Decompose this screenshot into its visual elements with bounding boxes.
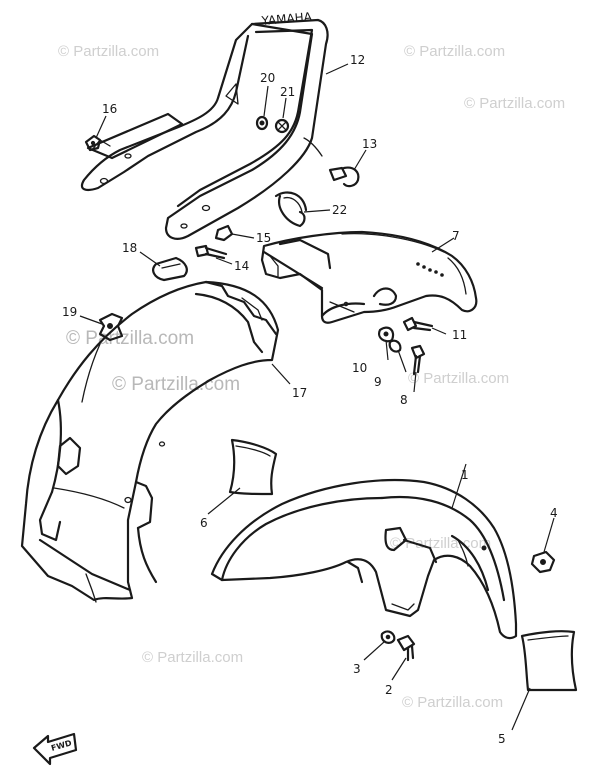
nut-part-16 [84,134,102,152]
watermark: © Partzilla.com [66,328,194,349]
bracket-part-19 [98,312,124,342]
callout-19: 19 [62,305,77,319]
callout-2: 2 [385,683,393,697]
watermark: © Partzilla.com [464,95,565,112]
callout-1: 1 [461,468,469,482]
callout-16: 16 [102,102,117,116]
front-fender-part [210,478,518,640]
forward-direction-arrow: FWD [32,732,78,766]
embossed-brand-text: YAMAHA [260,10,313,28]
watermark: © Partzilla.com [58,43,159,60]
callout-4: 4 [550,506,558,520]
leader-lines [79,63,555,731]
callout-11: 11 [452,328,467,342]
callout-20: 20 [260,71,275,85]
callout-9: 9 [374,375,382,389]
bolt-part-14 [194,244,228,260]
pad-part-5 [520,630,578,692]
nut-part-4 [530,550,556,574]
watermark: © Partzilla.com [142,649,243,666]
callout-10: 10 [352,361,367,375]
watermark: © Partzilla.com [112,374,240,395]
callout-17: 17 [292,386,307,400]
grab-rail-part: YAMAHA [80,10,329,240]
band-clamp-part [274,191,308,228]
callout-15: 15 [256,231,271,245]
callout-3: 3 [353,662,361,676]
callout-22: 22 [332,203,347,217]
callout-21: 21 [280,85,295,99]
fastener-parts [378,316,434,376]
callout-13: 13 [362,137,377,151]
nut-part-15 [214,224,234,242]
callout-18: 18 [122,241,137,255]
grommet-part [152,256,188,282]
watermark: © Partzilla.com [408,370,509,387]
callout-7: 7 [452,229,460,243]
callout-6: 6 [200,516,208,530]
rear-fender-part [20,280,280,603]
callout-12: 12 [350,53,365,67]
callout-labels: 1 2 3 4 5 6 7 8 9 10 11 12 13 14 15 16 1… [62,53,558,746]
bolt-washer-parts [380,630,416,662]
watermark: © Partzilla.com [404,43,505,60]
fender-cover-part [260,230,478,324]
watermark: © Partzilla.com [402,694,503,711]
pad-part-6 [228,438,278,496]
washer-nut-parts [255,115,290,134]
callout-5: 5 [498,732,506,746]
bolt-part-13 [328,166,360,188]
callout-8: 8 [400,393,408,407]
callout-14: 14 [234,259,249,273]
watermarks: © Partzilla.com © Partzilla.com © Partzi… [58,43,565,711]
